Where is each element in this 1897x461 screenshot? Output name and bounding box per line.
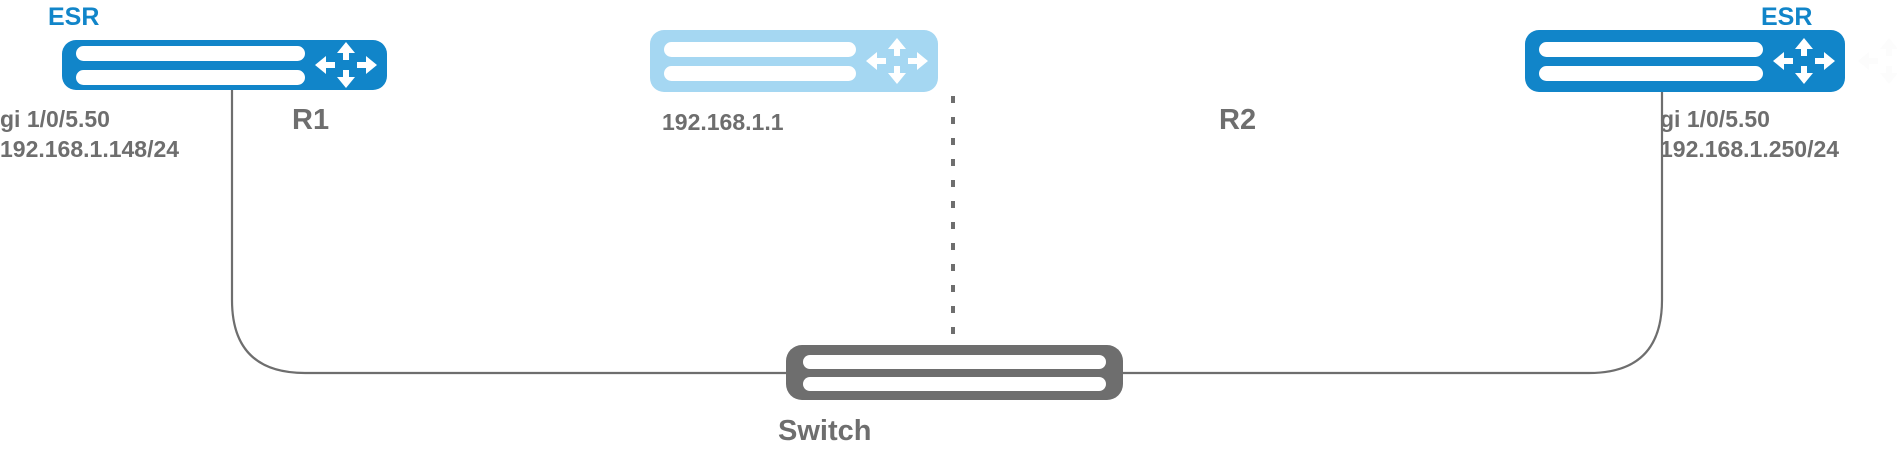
r2-name-label: R2 — [1219, 104, 1257, 136]
vip-port-bars — [650, 30, 856, 92]
switch-port-bar-1 — [803, 354, 1106, 369]
r2-router-arrows-icon — [1763, 30, 1845, 92]
r1-interface-label: gi 1/0/5.50 — [0, 106, 110, 132]
r1-port-bar-1 — [76, 45, 305, 61]
r1-router-arrows-icon — [305, 40, 387, 90]
r2-port-bars — [1525, 30, 1763, 92]
switch-node[interactable] — [786, 345, 1123, 400]
r2-interface-label: gi 1/0/5.50 — [1660, 106, 1770, 132]
r1-address-label: 192.168.1.148/24 — [0, 136, 180, 162]
r1-name-label: R1 — [292, 104, 330, 136]
r2-brand-label: ESR — [1761, 3, 1813, 31]
router-node-virtual[interactable] — [650, 30, 938, 92]
vip-port-bar-2 — [664, 65, 856, 81]
r1-port-bar-2 — [76, 69, 305, 85]
r2-address-label: 192.168.1.250/24 — [1660, 136, 1840, 162]
switch-port-bars — [786, 345, 1123, 400]
link-r2-to-switch — [1120, 90, 1664, 375]
r2-port-bar-2 — [1539, 65, 1763, 81]
router-node-clipped-ghost — [1858, 30, 1897, 92]
r1-port-bars — [62, 40, 305, 90]
r2-port-bar-1 — [1539, 41, 1763, 57]
vip-port-bar-1 — [664, 41, 856, 57]
virtual-ip-label: 192.168.1.1 — [662, 109, 784, 135]
switch-port-bar-2 — [803, 376, 1106, 391]
router-node-r2[interactable] — [1525, 30, 1845, 92]
router-node-r1[interactable] — [62, 40, 387, 90]
switch-name-label: Switch — [778, 415, 872, 447]
vip-router-arrows-icon — [856, 30, 938, 92]
r1-brand-label: ESR — [48, 3, 100, 31]
ghost-router-arrows-icon — [1858, 30, 1897, 92]
